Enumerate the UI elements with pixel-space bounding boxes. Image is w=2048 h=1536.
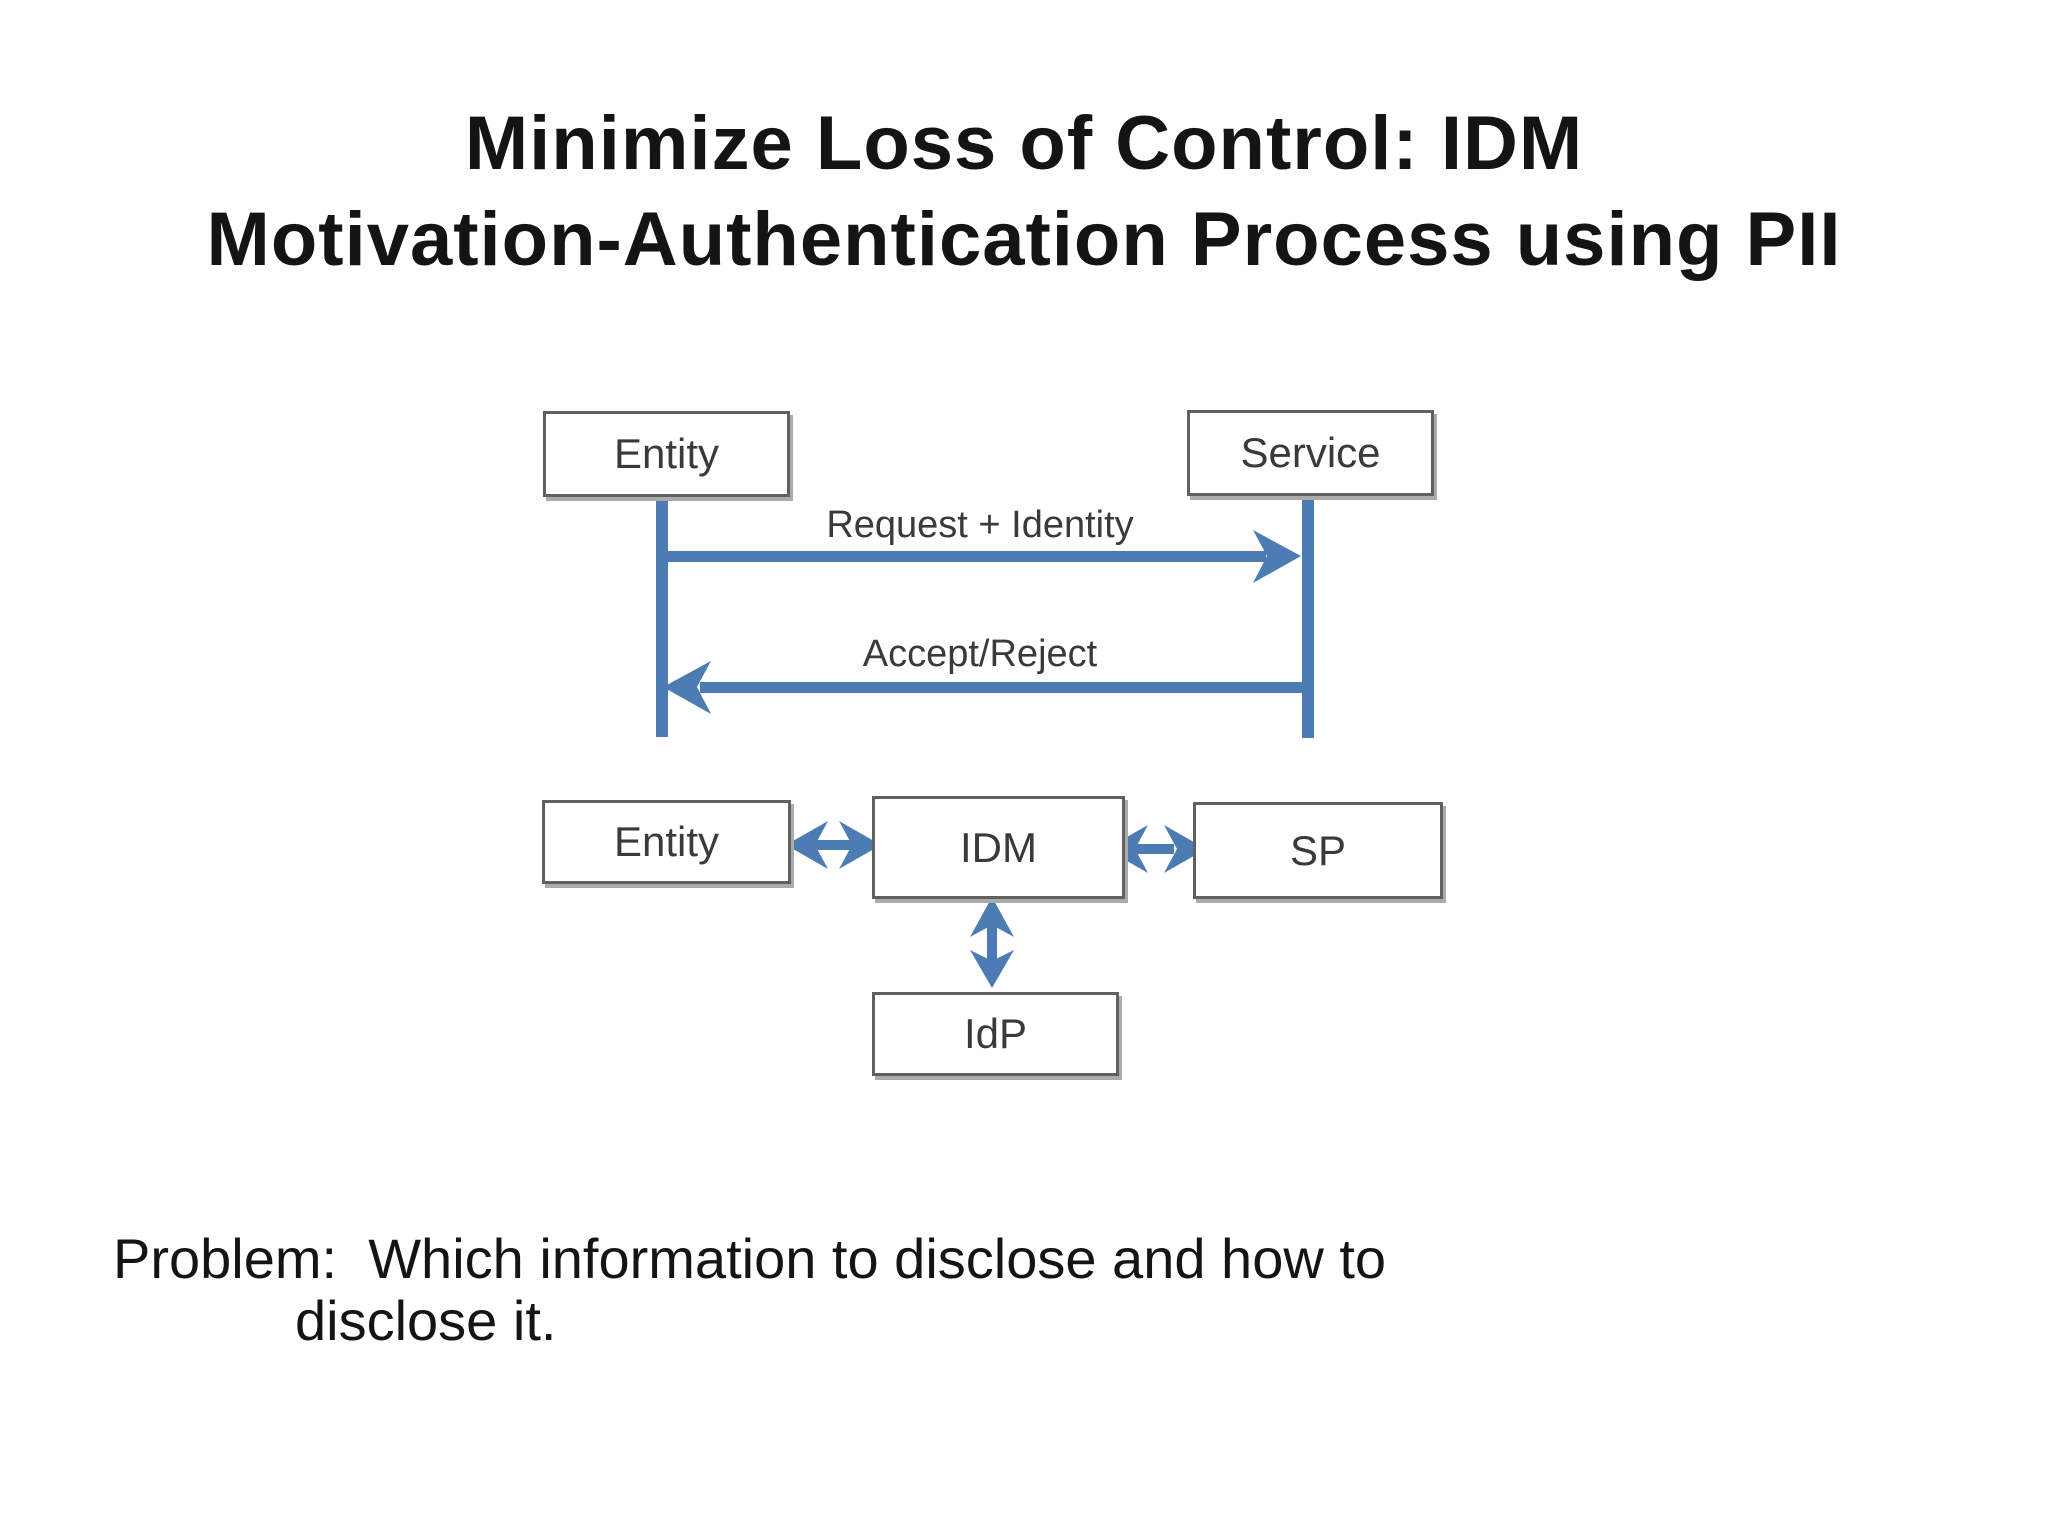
arrowhead-right-icon [1164,825,1206,873]
node-box-entity: Entity [542,800,791,884]
node-box-idp: IdP [872,992,1119,1076]
actor-label-service: Service [1240,429,1381,476]
node-label-entity: Entity [613,818,720,865]
actor-box-entity: Entity [543,411,790,497]
actor-box-service: Service [1187,410,1434,496]
node-label-sp: SP [1289,826,1347,874]
message-arrow-request [666,530,1301,583]
node-label-idm: IDM [960,823,1037,871]
message-arrow-accept [663,661,1312,714]
title-line-1: Minimize Loss of Control: IDM [464,101,1584,186]
problem-line-2: disclose it. [295,1289,557,1352]
title-line-2: Motivation-Authentication Process using … [206,197,1842,282]
link-entity-idm [786,821,881,869]
actor-label-entity: Entity [613,430,720,477]
node-box-idm: IDM [872,796,1125,899]
message-label-request: Request + Identity [826,504,1134,546]
arrowhead-right-icon [839,821,881,869]
lifeline-service [1302,488,1314,738]
arrowhead-left-icon [786,821,828,869]
lifeline-entity [656,489,668,737]
arrowhead-up-icon [970,897,1014,937]
link-idm-sp [1106,825,1206,873]
arrowhead-left-icon [1106,825,1148,873]
problem-statement: Problem: Which information to disclose a… [113,1228,1813,1352]
link-idm-idp [970,897,1014,988]
arrowhead-left-icon [663,661,711,714]
arrowhead-right-icon [1253,530,1301,583]
message-label-accept: Accept/Reject [862,633,1098,675]
slide-title: Minimize Loss of Control: IDM Motivation… [0,96,2048,288]
node-box-sp: SP [1193,802,1443,899]
problem-line-1: Problem: Which information to disclose a… [113,1227,1387,1290]
arrowhead-down-icon [970,950,1014,988]
node-label-idp: IdP [963,1010,1028,1057]
